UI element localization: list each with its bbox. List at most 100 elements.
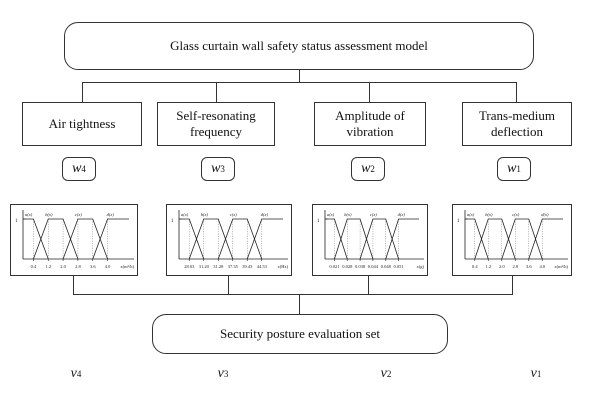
x-tick-label: 39.43: [242, 264, 253, 269]
membership-curve-b: [474, 218, 516, 260]
factor-box-self-resonating-frequency: Self-resonating frequency: [157, 102, 275, 146]
x-tick-label: 44.53: [257, 264, 268, 269]
y-max-label: 1: [171, 219, 174, 224]
curve-label: b(x): [45, 212, 53, 217]
factor-box-trans-medium-deflection: Trans-medium deflection: [462, 102, 572, 146]
curve-label: b(x): [485, 212, 493, 217]
x-tick-label: 2.8: [75, 264, 81, 269]
x-tick-label: 0.044: [368, 264, 379, 269]
connector-bottom-bus: [73, 294, 513, 295]
connector-plot-2: [228, 276, 229, 294]
membership-curve-a: [179, 218, 205, 260]
curve-label: c(x): [370, 212, 377, 217]
curve-label: b(x): [344, 212, 352, 217]
membership-curve-d: [246, 218, 283, 260]
membership-curve-c: [359, 218, 399, 260]
y-max-label: 1: [457, 219, 460, 224]
curve-label: b(x): [201, 212, 209, 217]
membership-curve-d: [385, 218, 419, 260]
membership-curve-a: [325, 218, 348, 260]
membership-curve-d: [92, 218, 129, 260]
x-tick-label: 2.0: [60, 264, 66, 269]
connector-evaluation-stem: [299, 294, 300, 314]
membership-curve-c: [62, 218, 108, 260]
curve-label: d(x): [261, 212, 269, 217]
x-tick-label: 0.048: [381, 264, 392, 269]
curve-label: a(x): [327, 212, 335, 217]
x-tick-label: 31.28: [213, 264, 224, 269]
x-tick-label: 0.038: [355, 264, 366, 269]
x-tick-label: 0.021: [329, 264, 339, 269]
membership-curve-b: [188, 218, 234, 260]
factor-label-line-1: Self-resonating: [176, 108, 256, 123]
evaluation-set-title: Security posture evaluation set: [220, 326, 380, 341]
connector-factor-4: [516, 82, 517, 102]
connector-plot-1: [73, 276, 74, 294]
x-tick-label: 1.2: [45, 264, 51, 269]
assessment-model-box: Glass curtain wall safety status assessm…: [64, 22, 534, 70]
x-tick-label: 0.4: [472, 264, 478, 269]
membership-curve-a: [23, 218, 49, 260]
membership-curve-b: [33, 218, 79, 260]
curve-label: d(x): [107, 212, 115, 217]
membership-curve-c: [217, 218, 263, 260]
x-tick-label: 37.35: [228, 264, 239, 269]
connector-plot-4: [512, 276, 513, 294]
factor-label: Air tightness: [48, 116, 116, 131]
x-unit-label: x(g): [417, 264, 425, 269]
membership-curve-c: [501, 218, 543, 260]
factor-label-line-1: Amplitude of: [335, 108, 405, 123]
curve-label: a(x): [25, 212, 33, 217]
x-tick-label: 0.028: [342, 264, 353, 269]
membership-curve-a: [465, 218, 489, 260]
evaluation-set-box: Security posture evaluation set: [152, 314, 448, 354]
curve-label: a(x): [467, 212, 475, 217]
x-tick-label: 1.2: [485, 264, 491, 269]
membership-curve-b: [334, 218, 374, 260]
factor-label-line-1: Trans-medium: [478, 108, 556, 123]
factor-label-line-2: deflection: [491, 124, 543, 139]
curve-label: c(x): [230, 212, 237, 217]
assessment-model-title: Glass curtain wall safety status assessm…: [170, 38, 428, 53]
curve-label: d(x): [398, 212, 406, 217]
factor-box-air-tightness: Air tightness: [22, 102, 142, 146]
connector-top-bus: [82, 82, 516, 83]
y-max-label: 1: [15, 219, 18, 224]
x-tick-label: 4.0: [539, 264, 545, 269]
factor-box-amplitude-of-vibration: Amplitude of vibration: [314, 102, 426, 146]
factor-label-line-2: vibration: [346, 124, 394, 139]
curve-label: d(x): [541, 212, 549, 217]
x-tick-label: 31.20: [199, 264, 210, 269]
x-unit-label: x(m³/h): [120, 264, 134, 269]
connector-factor-3: [369, 82, 370, 102]
x-tick-label: 28.03: [184, 264, 195, 269]
x-unit-label: x(Hz): [278, 264, 289, 269]
x-tick-label: 0.051: [394, 264, 404, 269]
factor-label-line-2: frequency: [190, 124, 242, 139]
x-tick-label: 2.8: [512, 264, 518, 269]
x-tick-label: 0.4: [31, 264, 37, 269]
x-tick-label: 3.6: [90, 264, 96, 269]
connector-plot-3: [368, 276, 369, 294]
y-max-label: 1: [317, 219, 320, 224]
connector-factor-1: [82, 82, 83, 102]
x-unit-label: x(m³/h): [554, 264, 568, 269]
curve-label: c(x): [512, 212, 519, 217]
connector-model-stem: [299, 70, 300, 82]
